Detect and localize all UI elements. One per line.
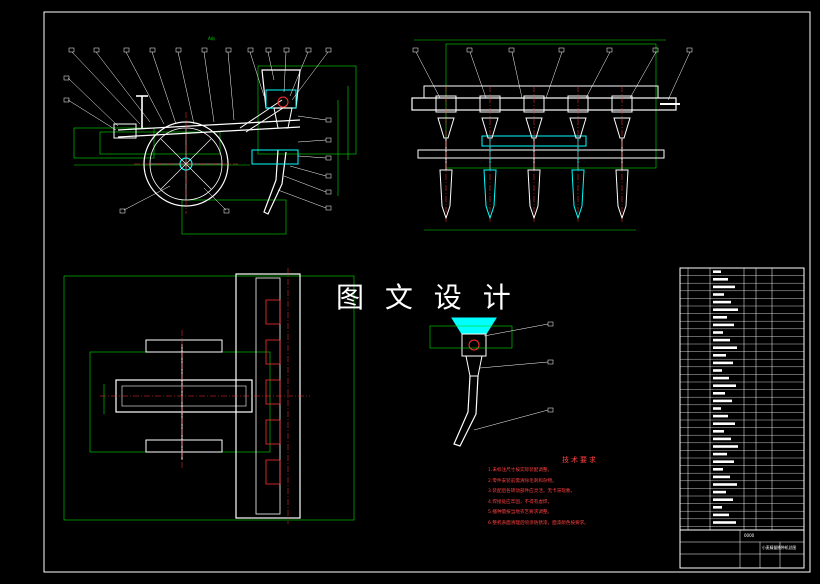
detail-meter-body [461,333,487,357]
side-view-dimension-frame-3 [257,65,357,155]
bom-row-text-mark [713,452,727,456]
bom-row-text-mark [713,392,725,395]
top-view-dimension-frame [63,275,355,521]
side-frame-beam [117,126,301,138]
front-view-balloons [412,47,693,53]
technical-requirement-item: 5.播种量按当地农艺要求调整。 [488,510,553,516]
drawing-number: 0000 [744,533,755,538]
seeding-unit [435,86,457,222]
front-view-dimension-frame [445,43,657,169]
bom-row-text-mark [713,354,726,357]
bom-row-text-mark [713,445,738,448]
watermark-text: 图 文 设 计 [336,281,517,314]
front-seeding-units [435,86,633,222]
technical-requirement-item: 6.整机表面清理后喷涂防锈漆，面漆颜色按要求。 [488,520,589,526]
bom-row-text-mark [713,521,736,524]
bom-row-text-mark [713,407,721,410]
front-hopper-box [423,85,659,99]
top-wheel-bar [145,339,223,353]
side-view-dimension-frame-4 [181,199,287,235]
bom-row-text-mark [713,475,730,479]
technical-requirement-item: 4.焊接处应牢固，不得有虚焊。 [488,499,553,505]
bom-row-text-mark [713,338,730,342]
bom-columns [687,268,773,530]
side-view [63,47,357,235]
bom-row-text-mark [713,422,735,425]
detail-opener-shank [453,375,479,447]
seed-hopper [261,69,301,109]
side-view-balloons [63,47,332,214]
bom-row-text-mark [713,323,734,327]
side-view-leaders [67,51,329,211]
top-view [63,268,355,524]
bom-row-text-mark [713,316,727,319]
bom-row-text-mark [713,308,738,311]
bom-row-text-mark [713,399,732,403]
detail-balloons [547,321,554,413]
bom-row-text-mark [713,430,724,433]
bom-row-text-mark [713,437,731,441]
bom-row-text-mark [713,490,726,494]
detail-dimension-frame [429,325,513,349]
bom-row-text-mark [713,498,733,501]
bom-row-text-mark [713,361,733,365]
side-frame-beam [117,119,301,131]
bom-row-text-mark [713,270,721,273]
detail-leaders [473,323,549,431]
side-view-dimension-frame-2 [99,131,221,155]
bill-of-materials [679,267,805,531]
technical-requirement-item: 3.装配后各转动部件应灵活，无卡滞现象。 [488,489,576,495]
title-block [679,529,805,569]
bom-row-text-mark [713,506,722,509]
bom-row-text-mark [713,513,729,517]
drawing-title: 小麦精量播种机总图 [762,545,797,550]
front-view-leaders [415,51,691,101]
top-view-dimension-frame-2 [89,351,271,453]
furrow-opener-shank [263,149,287,215]
technical-requirement-item: 2.零件安装前需清除毛刺和杂物。 [488,478,557,484]
seed-tube-funnel [273,107,293,129]
bom-rows [680,270,804,527]
technical-requirements-list: 1.未标注尺寸按实际装配调整。 2.零件安装前需清除毛刺和杂物。 3.装配后各转… [488,452,674,530]
bom-row-text-mark [713,468,723,471]
bom-row-text-mark [713,384,736,387]
bom-row-text-mark [713,483,737,486]
top-wheel-bar [145,439,223,453]
bom-row-text-mark [713,300,731,304]
side-frame-strut [245,105,287,133]
detail-view [429,317,554,447]
side-frame-strut [239,99,283,129]
detail-seed-tube [465,355,483,377]
seeding-unit [611,86,633,222]
side-frame-clamp [251,149,299,165]
technical-requirement-item: 1.未标注尺寸按实际装配调整。 [488,468,553,473]
bom-row-text-mark [713,376,729,380]
detail-meter-wheel [468,339,480,351]
hitch-block [113,123,137,139]
technical-requirements-title: 技术要求 [562,456,598,464]
top-beam-slots [265,299,281,485]
title-block-frame [679,529,805,569]
front-lower-beam [417,149,665,159]
bom-row-text-mark [713,346,737,349]
seeding-unit [523,86,545,222]
bom-row-text-mark [713,369,722,372]
top-drawbar-inner [121,385,247,407]
bom-row-text-mark [713,293,724,296]
seeding-unit [567,86,589,222]
bom-row-text-mark [713,331,723,334]
drawing-border [43,11,811,573]
bom-row-text-mark [713,278,728,281]
bom-row-text-mark [713,414,728,418]
bom-frame [679,267,805,531]
view-label: A向 [208,36,215,41]
seed-meter-wheel [277,96,289,108]
seeding-unit [479,86,501,222]
bom-row-text-mark [713,285,735,289]
front-view [411,39,693,231]
bom-row-text-mark [713,460,734,463]
